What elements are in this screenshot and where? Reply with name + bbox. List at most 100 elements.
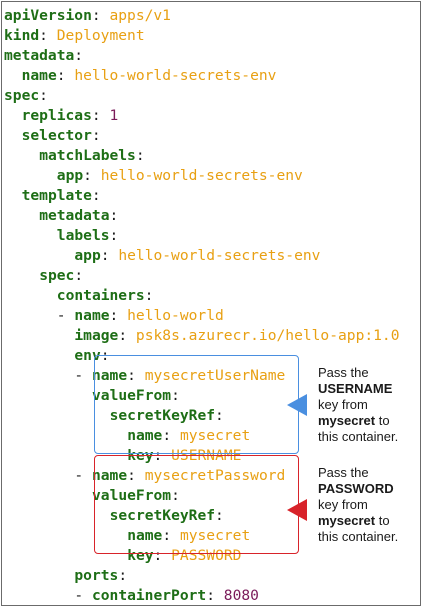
yaml-colon: : <box>91 127 101 144</box>
yaml-line: ports: <box>74 566 127 586</box>
yaml-string-value: mysecret <box>179 427 251 444</box>
yaml-key: secretKeyRef <box>109 507 216 524</box>
yaml-key: name <box>91 467 128 484</box>
yaml-colon: : <box>127 467 136 484</box>
yaml-string-value: hello-world-secrets-env <box>74 67 277 84</box>
yaml-key: labels <box>56 227 110 244</box>
yaml-line: secretKeyRef: <box>110 406 224 426</box>
yaml-colon: : <box>118 327 128 344</box>
yaml-number-value: 8080 <box>223 587 259 604</box>
password-env-highlight-box <box>94 455 299 554</box>
yaml-key: metadata <box>39 207 110 224</box>
yaml-colon: : <box>109 227 119 244</box>
annotation-text: this container. <box>318 529 399 544</box>
yaml-colon: : <box>118 567 128 584</box>
yaml-key: metadata <box>4 47 75 64</box>
yaml-key: name <box>91 367 128 384</box>
yaml-colon: : <box>144 287 154 304</box>
yaml-line: kind: Deployment <box>4 26 145 46</box>
yaml-line: - name: mysecretPassword <box>74 466 285 486</box>
yaml-key: app <box>56 167 84 184</box>
yaml-line: selector: <box>22 126 101 146</box>
yaml-string-value: hello-world <box>127 307 224 324</box>
password-annotation: Pass the PASSWORD key from mysecret to t… <box>318 465 424 545</box>
yaml-key: spec <box>39 267 75 284</box>
yaml-line: template: <box>22 186 101 206</box>
yaml-string-value: apps/v1 <box>109 7 171 24</box>
yaml-line: key: PASSWORD <box>127 546 241 566</box>
yaml-key: matchLabels <box>39 147 136 164</box>
yaml-line: spec: <box>39 266 83 286</box>
yaml-line: apiVersion: apps/v1 <box>4 6 171 26</box>
yaml-colon: : <box>153 547 163 564</box>
yaml-key: name <box>127 527 163 544</box>
yaml-string-value: PASSWORD <box>171 547 242 564</box>
yaml-key: selector <box>21 127 92 144</box>
yaml-line: app: hello-world-secrets-env <box>74 246 320 266</box>
yaml-colon: : <box>206 587 215 604</box>
annotation-text: key from <box>318 397 368 412</box>
yaml-colon: : <box>39 27 48 44</box>
annotation-text: to <box>375 413 390 428</box>
yaml-list-dash: - <box>56 307 75 324</box>
yaml-line: matchLabels: <box>39 146 144 166</box>
blue-arrow-icon <box>287 394 307 416</box>
yaml-key: apiVersion <box>4 7 92 24</box>
yaml-list-dash: - <box>74 467 92 484</box>
yaml-colon: : <box>162 427 172 444</box>
yaml-line: - name: mysecretUserName <box>74 366 285 386</box>
username-annotation: Pass the USERNAME key from mysecret to t… <box>318 365 424 445</box>
yaml-key: app <box>74 247 101 264</box>
yaml-line: image: psk8s.azurecr.io/hello-app:1.0 <box>74 326 399 346</box>
yaml-key: valueFrom <box>92 487 172 504</box>
yaml-key: containers <box>56 287 145 304</box>
yaml-key: name <box>74 307 110 324</box>
yaml-line: - containerPort: 8080 <box>74 586 259 606</box>
red-arrow-icon <box>287 499 307 521</box>
yaml-string-value: mysecretPassword <box>144 467 286 484</box>
yaml-key: template <box>21 187 92 204</box>
yaml-line: app: hello-world-secrets-env <box>57 166 303 186</box>
yaml-key: ports <box>74 567 119 584</box>
yaml-colon: : <box>171 487 180 504</box>
yaml-colon: : <box>83 167 92 184</box>
yaml-line: labels: <box>57 226 119 246</box>
annotation-text: this container. <box>318 429 399 444</box>
yaml-colon: : <box>91 187 101 204</box>
yaml-string-value: mysecret <box>179 527 251 544</box>
yaml-key: name <box>21 67 57 84</box>
yaml-key: image <box>74 327 119 344</box>
yaml-colon: : <box>39 87 48 104</box>
annotation-text: to <box>375 513 390 528</box>
yaml-list-dash: - <box>74 587 92 604</box>
annotation-secret-name: mysecret <box>318 513 376 528</box>
yaml-string-value: hello-world-secrets-env <box>100 167 303 184</box>
annotation-text: key from <box>318 497 368 512</box>
yaml-line: metadata: <box>4 46 83 66</box>
yaml-line: secretKeyRef: <box>110 506 224 526</box>
yaml-colon: : <box>171 387 180 404</box>
yaml-key: containerPort <box>91 587 207 604</box>
yaml-number-value: 1 <box>109 107 119 124</box>
yaml-line: name: mysecret <box>127 526 250 546</box>
yaml-key: key <box>127 547 154 564</box>
yaml-line: - name: hello-world <box>57 306 224 326</box>
yaml-line: spec: <box>4 86 48 106</box>
annotation-secret-name: mysecret <box>318 413 376 428</box>
yaml-colon: : <box>56 67 66 84</box>
yaml-key: kind <box>4 27 40 44</box>
yaml-colon: : <box>100 247 110 264</box>
username-env-highlight-box <box>94 355 299 454</box>
annotation-text: Pass the <box>318 365 369 380</box>
annotation-keyword: PASSWORD <box>318 481 394 496</box>
yaml-line: name: mysecret <box>127 426 250 446</box>
yaml-line: valueFrom: <box>92 486 180 506</box>
annotation-text: Pass the <box>318 465 369 480</box>
yaml-colon: : <box>109 207 119 224</box>
yaml-line: containers: <box>57 286 154 306</box>
yaml-key: secretKeyRef <box>109 407 216 424</box>
yaml-line: name: hello-world-secrets-env <box>22 66 277 86</box>
yaml-string-value: hello-world-secrets-env <box>118 247 321 264</box>
yaml-colon: : <box>74 47 84 64</box>
